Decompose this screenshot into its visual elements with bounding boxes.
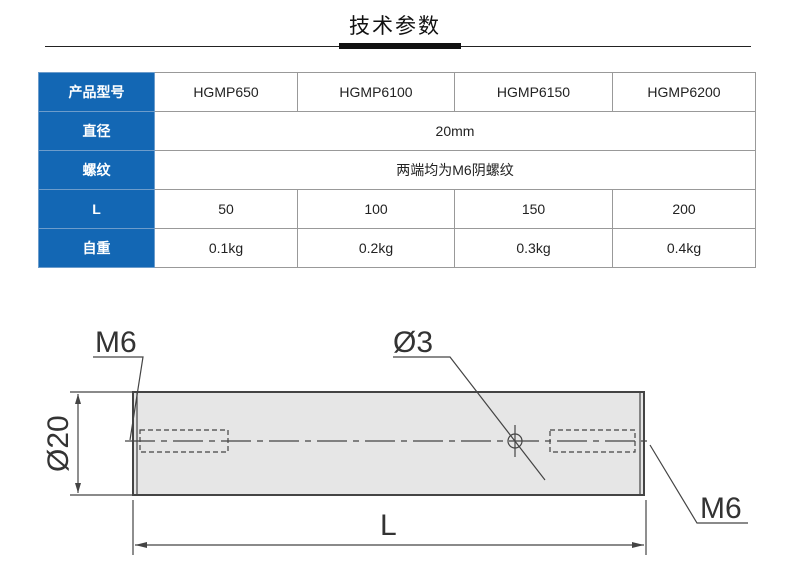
table-cell: HGMP6200: [612, 72, 756, 112]
table-cell: 200: [612, 189, 756, 229]
table-cell: 0.4kg: [612, 228, 756, 268]
row-header: 产品型号: [38, 72, 155, 112]
row-header: 螺纹: [38, 150, 155, 190]
row-header: L: [38, 189, 155, 229]
hole-label: Ø3: [393, 326, 433, 359]
row-header: 直径: [38, 111, 155, 151]
table-row: 螺纹 两端均为M6阴螺纹: [38, 150, 756, 190]
table-cell: 20mm: [154, 111, 756, 151]
rod-body: [132, 391, 645, 496]
title-underline-accent: [339, 43, 461, 49]
length-label: L: [380, 509, 397, 542]
table-row: 产品型号 HGMP650 HGMP6100 HGMP6150 HGMP6200: [38, 72, 756, 112]
table-cell: 150: [454, 189, 613, 229]
table-row: 直径 20mm: [38, 111, 756, 151]
table-cell: HGMP6100: [297, 72, 455, 112]
table-cell: 0.1kg: [154, 228, 298, 268]
table-cell: HGMP650: [154, 72, 298, 112]
table-cell: 50: [154, 189, 298, 229]
left-thread-label: M6: [95, 326, 137, 359]
right-thread-label: M6: [700, 492, 742, 525]
row-header: 自重: [38, 228, 155, 268]
left-thread-hole: [139, 429, 229, 453]
table-cell: 100: [297, 189, 455, 229]
section-title: 技术参数: [349, 15, 441, 38]
rod-drawing: M6 Ø3 M6 L Ø20: [42, 326, 748, 555]
table-cell: 0.2kg: [297, 228, 455, 268]
table-cell: 两端均为M6阴螺纹: [154, 150, 756, 190]
table-row: L 50 100 150 200: [38, 189, 756, 229]
table-row: 自重 0.1kg 0.2kg 0.3kg 0.4kg: [38, 228, 756, 268]
spec-table: 产品型号 HGMP650 HGMP6100 HGMP6150 HGMP6200 …: [38, 72, 756, 268]
right-thread-hole: [549, 429, 636, 453]
table-cell: 0.3kg: [454, 228, 613, 268]
diameter-label: Ø20: [42, 415, 75, 472]
table-cell: HGMP6150: [454, 72, 613, 112]
